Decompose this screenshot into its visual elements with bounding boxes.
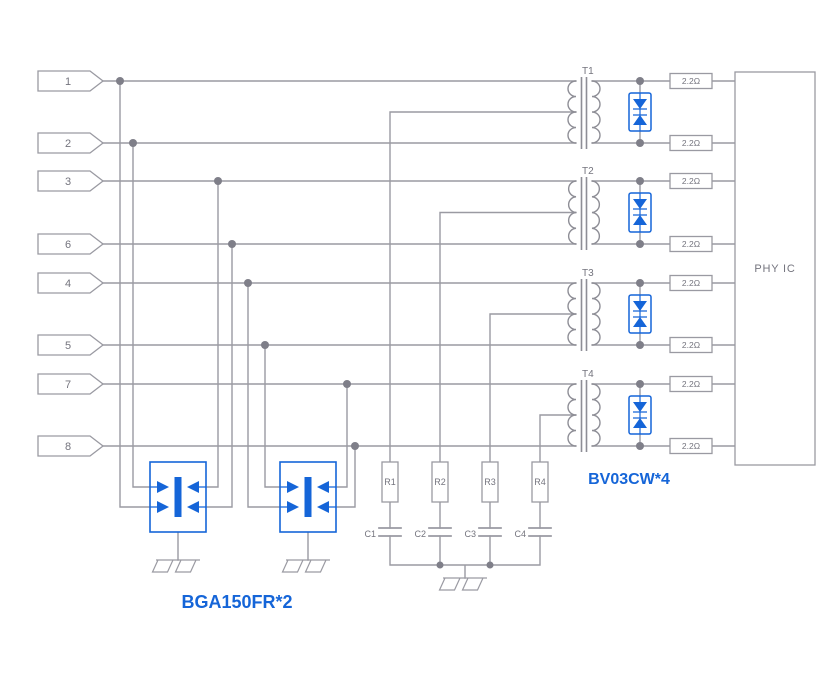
arrester-diode-icon: [287, 481, 329, 513]
capacitor-c3: C3: [464, 527, 502, 539]
ground-symbol-3: [438, 577, 487, 591]
resistor-value: 2.2Ω: [682, 441, 700, 451]
pin-connector-2: 2: [37, 132, 105, 154]
termination-resistor-6: 2.2Ω: [669, 336, 713, 354]
pin-label: 4: [65, 278, 71, 290]
capacitor-label: C2: [414, 529, 426, 539]
surge-arrester-1: [149, 461, 207, 533]
primary-winding: [567, 282, 577, 346]
transformer-t3: T3: [567, 268, 601, 351]
diode-array-4: [628, 395, 652, 435]
resistor-r4: R4: [531, 461, 549, 503]
pin-connector-6: 6: [37, 233, 105, 255]
ground-symbol-1: [151, 559, 200, 573]
capacitor-label: C1: [364, 529, 376, 539]
resistor-label: R2: [434, 477, 446, 487]
tvs-diode-icon: [633, 301, 647, 327]
termination-resistor-7: 2.2Ω: [669, 375, 713, 393]
resistor-r3: R3: [481, 461, 499, 503]
capacitor-label: C3: [464, 529, 476, 539]
termination-resistor-4: 2.2Ω: [669, 235, 713, 253]
transformer-label: T1: [582, 66, 594, 77]
secondary-winding: [591, 80, 601, 144]
surge-arrester-2: [279, 461, 337, 533]
pin-connector-3: 3: [37, 170, 105, 192]
secondary-winding: [591, 282, 601, 346]
capacitor-c1: C1: [364, 527, 402, 539]
capacitor-label: C4: [514, 529, 526, 539]
diode-array-2: [628, 192, 652, 233]
pin-label: 6: [65, 239, 71, 251]
pin-connector-1: 1: [37, 70, 105, 92]
resistor-value: 2.2Ω: [682, 239, 700, 249]
pin-connector-4: 4: [37, 272, 105, 294]
surge-arrester-part-label: BGA150FR*2: [181, 592, 292, 612]
termination-resistor-3: 2.2Ω: [669, 172, 713, 190]
resistor-value: 2.2Ω: [682, 176, 700, 186]
resistor-value: 2.2Ω: [682, 340, 700, 350]
phy-ic-label: PHY IC: [754, 263, 795, 275]
resistor-value: 2.2Ω: [682, 379, 700, 389]
resistor-value: 2.2Ω: [682, 278, 700, 288]
resistor-value: 2.2Ω: [682, 138, 700, 148]
transformer-t2: T2: [568, 166, 600, 250]
signal-wires: [102, 80, 736, 579]
resistor-r2: R2: [431, 461, 449, 503]
tvs-diode-icon: [633, 402, 647, 428]
ground-symbol-2: [281, 559, 330, 573]
resistor-r1: R1: [381, 461, 399, 503]
pin-connector-7: 7: [37, 373, 105, 395]
transformer-t4: T4: [567, 369, 601, 452]
arrester-diode-icon: [157, 481, 199, 513]
phy-ic-block: PHY IC: [734, 71, 816, 466]
pin-label: 8: [65, 441, 71, 453]
transformer-label: T4: [582, 369, 594, 380]
diode-array-3: [628, 294, 652, 334]
pin-connector-5: 5: [37, 334, 105, 356]
secondary-winding: [591, 383, 601, 447]
capacitor-c4: C4: [514, 527, 552, 539]
termination-resistor-2: 2.2Ω: [669, 134, 713, 152]
transformer-label: T2: [582, 166, 594, 177]
pin-connector-8: 8: [37, 435, 105, 457]
primary-winding: [567, 80, 577, 144]
pin-label: 1: [65, 76, 71, 88]
diode-array-part-label: BV03CW*4: [588, 471, 670, 488]
junction-dots: [116, 77, 644, 569]
diode-array-1: [628, 92, 652, 132]
resistor-label: R4: [534, 477, 546, 487]
tvs-diode-icon: [633, 199, 647, 225]
pin-label: 7: [65, 379, 71, 391]
termination-resistor-1: 2.2Ω: [669, 72, 713, 90]
capacitor-c2: C2: [414, 527, 452, 539]
pin-label: 2: [65, 138, 71, 150]
secondary-winding: [591, 180, 600, 245]
pin-label: 5: [65, 340, 71, 352]
tvs-diode-icon: [633, 99, 647, 125]
resistor-label: R1: [384, 477, 396, 487]
termination-resistor-5: 2.2Ω: [669, 274, 713, 292]
primary-winding: [568, 180, 577, 245]
transformer-label: T3: [582, 268, 594, 279]
primary-winding: [567, 383, 577, 447]
pin-label: 3: [65, 176, 71, 188]
termination-resistor-8: 2.2Ω: [669, 437, 713, 455]
resistor-label: R3: [484, 477, 496, 487]
resistor-value: 2.2Ω: [682, 76, 700, 86]
transformer-t1: T1: [567, 66, 601, 149]
